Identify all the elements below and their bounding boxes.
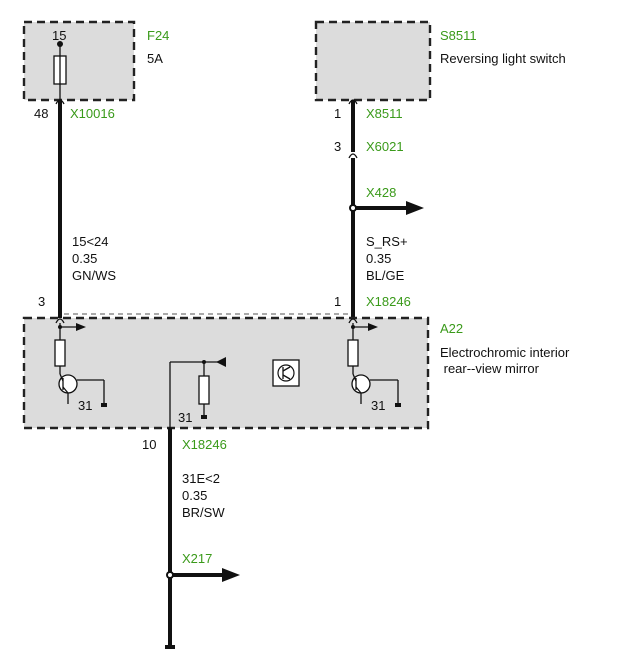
x428-arrow-icon bbox=[406, 201, 424, 215]
x428-junction-center bbox=[351, 206, 355, 210]
middle-ground-label: 31 bbox=[178, 410, 192, 425]
module-ref-label: A22 bbox=[440, 321, 463, 336]
module-name-line2: rear--view mirror bbox=[440, 361, 540, 376]
fuse-pin-bottom: 48 bbox=[34, 106, 48, 121]
right-internal-pin-arc bbox=[348, 318, 358, 324]
photo-sensor-e bbox=[282, 374, 291, 380]
module-pin-left: 3 bbox=[38, 294, 45, 309]
right-transistor-c bbox=[352, 373, 357, 382]
left-wire-gauge: 0.35 bbox=[72, 251, 97, 266]
module-box-a22 bbox=[22, 316, 430, 430]
fuse-top-dot bbox=[57, 41, 63, 47]
switch-pin-label: 1 bbox=[334, 106, 341, 121]
x6021-pin-label: 3 bbox=[334, 139, 341, 154]
switch-box-s8511 bbox=[314, 20, 432, 102]
left-wire-signal: 15<24 bbox=[72, 234, 109, 249]
left-transistor-e bbox=[62, 386, 69, 394]
left-transistor-c bbox=[59, 373, 64, 382]
bottom-wire-signal: 31E<2 bbox=[182, 471, 220, 486]
connector-x6021-label: X6021 bbox=[366, 139, 404, 154]
module-pin-right: 1 bbox=[334, 294, 341, 309]
connector-x428-label: X428 bbox=[366, 185, 396, 200]
right-resistor bbox=[347, 339, 359, 367]
connector-x18246-bottom-label: X18246 bbox=[182, 437, 227, 452]
left-ground-icon bbox=[101, 403, 107, 407]
connector-x8511-label: X8511 bbox=[366, 106, 403, 121]
fuse-pin-top: 15 bbox=[52, 28, 66, 43]
right-wire-signal: S_RS+ bbox=[366, 234, 408, 249]
middle-ground-icon bbox=[201, 415, 207, 419]
left-internal-arrow-icon bbox=[76, 323, 86, 331]
x217-junction-center bbox=[168, 573, 172, 577]
left-wire-color: GN/WS bbox=[72, 268, 116, 283]
module-pin-bottom: 10 bbox=[142, 437, 156, 452]
left-resistor bbox=[54, 339, 66, 367]
x217-arrow-icon bbox=[222, 568, 240, 582]
left-pin-arc bbox=[55, 99, 65, 105]
middle-resistor bbox=[198, 375, 210, 405]
fuse-box-f24 bbox=[22, 20, 136, 102]
right-ground-icon bbox=[395, 403, 401, 407]
right-wire-color: BL/GE bbox=[366, 268, 405, 283]
left-internal-pin-arc bbox=[55, 318, 65, 324]
right-ground-label: 31 bbox=[371, 398, 385, 413]
module-name-line1: Electrochromic interior bbox=[440, 345, 570, 360]
bottom-wire-color: BR/SW bbox=[182, 505, 225, 520]
fuse-ref-label: F24 bbox=[147, 28, 169, 43]
photo-sensor-icon bbox=[272, 359, 300, 387]
right-wire-gauge: 0.35 bbox=[366, 251, 391, 266]
switch-ref-label: S8511 bbox=[440, 28, 477, 43]
bottom-wire-gauge: 0.35 bbox=[182, 488, 207, 503]
connector-x10016-label: X10016 bbox=[70, 106, 115, 121]
right-internal-arrow-icon bbox=[368, 323, 378, 331]
photo-sensor-circle bbox=[277, 364, 295, 382]
connector-x18246-top-label: X18246 bbox=[366, 294, 411, 309]
right-transistor-e bbox=[355, 386, 362, 394]
photo-sensor-c bbox=[282, 366, 291, 372]
fuse-rating-label: 5A bbox=[147, 51, 163, 66]
switch-name-label: Reversing light switch bbox=[440, 51, 566, 66]
bottom-wire-end-icon bbox=[165, 645, 175, 649]
x6021-pin-arc bbox=[348, 153, 358, 159]
left-ground-label: 31 bbox=[78, 398, 92, 413]
connector-x217-label: X217 bbox=[182, 551, 212, 566]
middle-arrow-icon bbox=[216, 357, 226, 367]
